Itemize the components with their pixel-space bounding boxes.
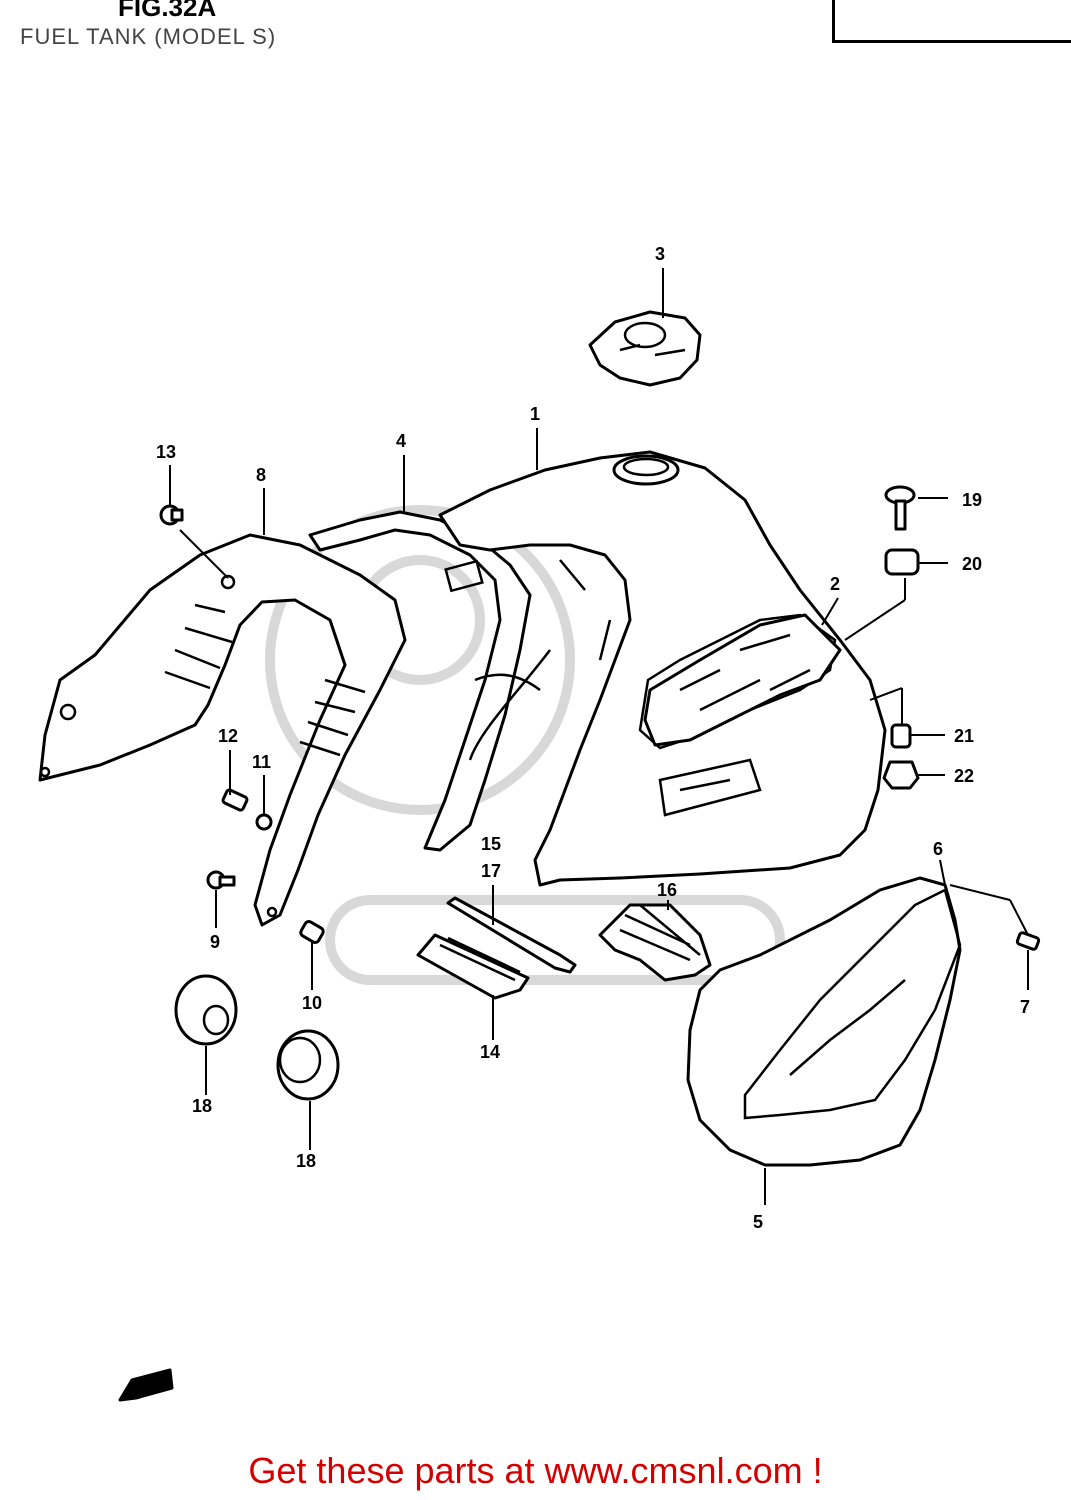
callout-16: 16 (657, 880, 677, 900)
figure-title: FIG.32A (118, 0, 217, 22)
callout-3: 3 (655, 244, 665, 264)
callout-4: 4 (396, 431, 406, 451)
exploded-parts-diagram: 3 1 4 8 13 2 19 20 21 22 6 7 5 12 11 9 1… (38, 244, 1041, 1402)
part-11-washer (255, 813, 273, 831)
part-15-band (446, 896, 577, 974)
part-18-grommet-b (276, 1029, 340, 1101)
callout-1: 1 (530, 404, 540, 424)
part-7-screw (1015, 931, 1041, 951)
part-1-fuel-tank (438, 450, 887, 887)
callout-20: 20 (962, 554, 982, 574)
part-8-side-cover (38, 533, 407, 927)
part-10-nut (299, 920, 325, 944)
callout-9: 9 (210, 932, 220, 952)
callout-8: 8 (256, 465, 266, 485)
callout-18-b: 18 (296, 1151, 316, 1171)
callout-6: 6 (933, 839, 943, 859)
callout-11: 11 (252, 752, 271, 772)
part-5-right-side-cover (686, 876, 962, 1167)
callout-18-a: 18 (192, 1096, 212, 1116)
part-16-cushion (598, 903, 712, 982)
part-22-cushion (882, 760, 920, 790)
leader-lines (169, 268, 1029, 1205)
footer-link[interactable]: Get these parts at www.cmsnl.com ! (248, 1450, 823, 1491)
callout-13: 13 (156, 442, 176, 462)
part-13-screw (159, 504, 184, 526)
part-12-bolt (221, 788, 249, 812)
watermark-logo (265, 505, 785, 985)
part-21-collar (890, 723, 912, 749)
callout-5: 5 (753, 1212, 763, 1232)
callout-19: 19 (962, 490, 982, 510)
figure-subtitle: FUEL TANK (MODEL S) (20, 24, 277, 49)
part-9-screw (206, 870, 236, 890)
callout-12: 12 (218, 726, 238, 746)
callout-21: 21 (954, 726, 974, 746)
part-3-fuel-cap (588, 310, 702, 387)
part-20-grommet (884, 548, 920, 576)
callout-10: 10 (302, 993, 322, 1013)
front-arrow-icon (118, 1368, 174, 1402)
part-19-bolt (884, 485, 916, 531)
callout-22: 22 (954, 766, 974, 786)
callout-2: 2 (830, 574, 840, 594)
part-18-grommet-a (174, 974, 238, 1046)
corner-frame (832, 0, 1071, 43)
part-2-emblem (643, 613, 842, 747)
callout-17: 17 (481, 861, 501, 881)
callout-7: 7 (1020, 997, 1030, 1017)
callout-labels: 3 1 4 8 13 2 19 20 21 22 6 7 5 12 11 9 1… (156, 244, 1030, 1232)
callout-14: 14 (480, 1042, 500, 1062)
part-14-rubber-pad (416, 933, 530, 1000)
callout-15: 15 (481, 834, 501, 854)
